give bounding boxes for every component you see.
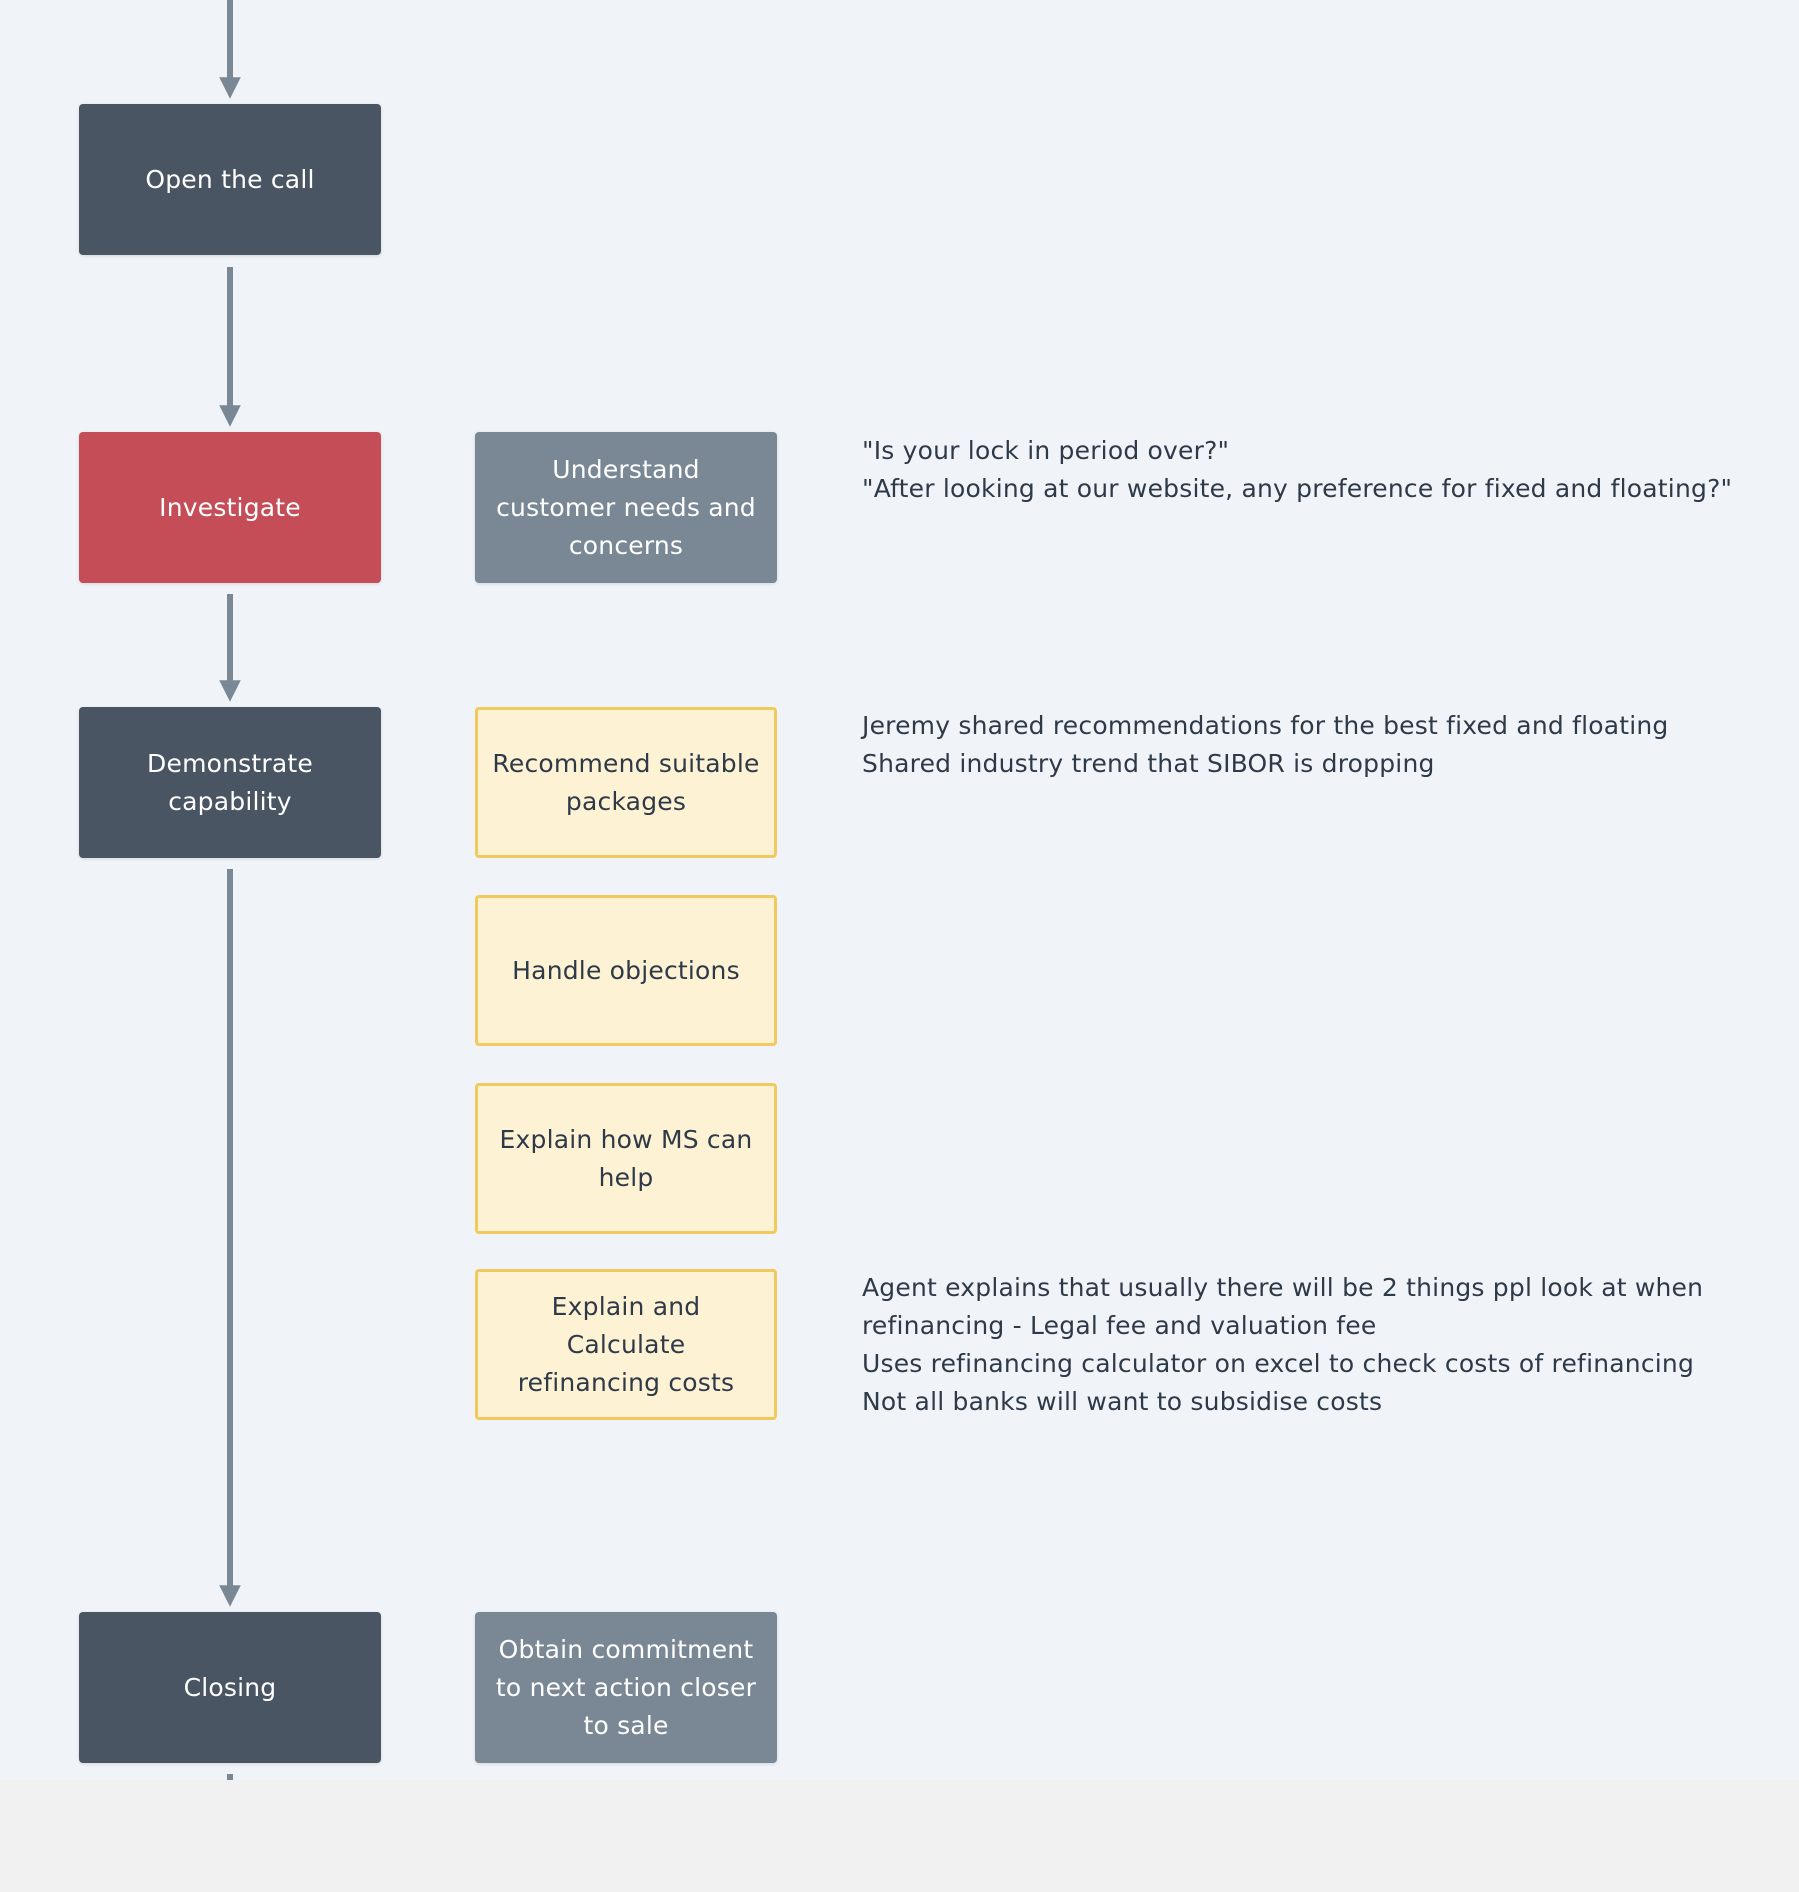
activity-refinancing-costs[interactable]: Explain and Calculate refinancing costs bbox=[475, 1269, 777, 1420]
activity-recommend-label: Recommend suitable packages bbox=[492, 748, 760, 816]
activity-obtain-commitment[interactable]: Obtain commitment to next action closer … bbox=[475, 1612, 777, 1763]
step-investigate[interactable]: Investigate bbox=[79, 432, 381, 583]
step-investigate-label: Investigate bbox=[159, 492, 301, 522]
activity-recommend-packages[interactable]: Recommend suitable packages bbox=[475, 707, 777, 858]
note-line: refinancing - Legal fee and valuation fe… bbox=[862, 1311, 1377, 1340]
note-line: Agent explains that usually there will b… bbox=[862, 1273, 1704, 1302]
flow-diagram-canvas: Open the call Investigate Demonstrate ca… bbox=[79, 0, 1733, 1780]
step-demonstrate-capability[interactable]: Demonstrate capability bbox=[79, 707, 381, 858]
activity-explain-ms-label: Explain how MS can help bbox=[499, 1124, 753, 1192]
activity-refinancing-label: Explain and Calculate refinancing costs bbox=[517, 1291, 735, 1397]
note-line: "Is your lock in period over?" bbox=[862, 436, 1230, 465]
notes-refinancing: Agent explains that usually there will b… bbox=[862, 1269, 1703, 1421]
step-closing-label: Closing bbox=[183, 1672, 277, 1702]
activity-understand-label: Understand customer needs and concerns bbox=[496, 454, 756, 560]
step-open-call[interactable]: Open the call bbox=[79, 104, 381, 255]
step-demonstrate-label: Demonstrate capability bbox=[147, 748, 313, 816]
notes-investigate: "Is your lock in period over?" "After lo… bbox=[862, 432, 1732, 508]
activity-explain-ms[interactable]: Explain how MS can help bbox=[475, 1083, 777, 1234]
connector-layer bbox=[219, 0, 241, 1780]
step-closing[interactable]: Closing bbox=[79, 1612, 381, 1763]
activity-objections-label: Handle objections bbox=[512, 955, 740, 985]
note-line: Jeremy shared recommendations for the be… bbox=[862, 711, 1669, 740]
note-line: Shared industry trend that SIBOR is drop… bbox=[862, 749, 1435, 778]
step-open-call-label: Open the call bbox=[145, 164, 315, 194]
activity-understand-needs[interactable]: Understand customer needs and concerns bbox=[475, 432, 777, 583]
notes-recommend: Jeremy shared recommendations for the be… bbox=[862, 707, 1669, 783]
note-line: Uses refinancing calculator on excel to … bbox=[862, 1349, 1695, 1378]
note-line: "After looking at our website, any prefe… bbox=[862, 474, 1733, 503]
activity-commitment-label: Obtain commitment to next action closer … bbox=[495, 1634, 757, 1740]
activity-handle-objections[interactable]: Handle objections bbox=[475, 895, 777, 1046]
note-line: Not all banks will want to subsidise cos… bbox=[862, 1387, 1383, 1416]
